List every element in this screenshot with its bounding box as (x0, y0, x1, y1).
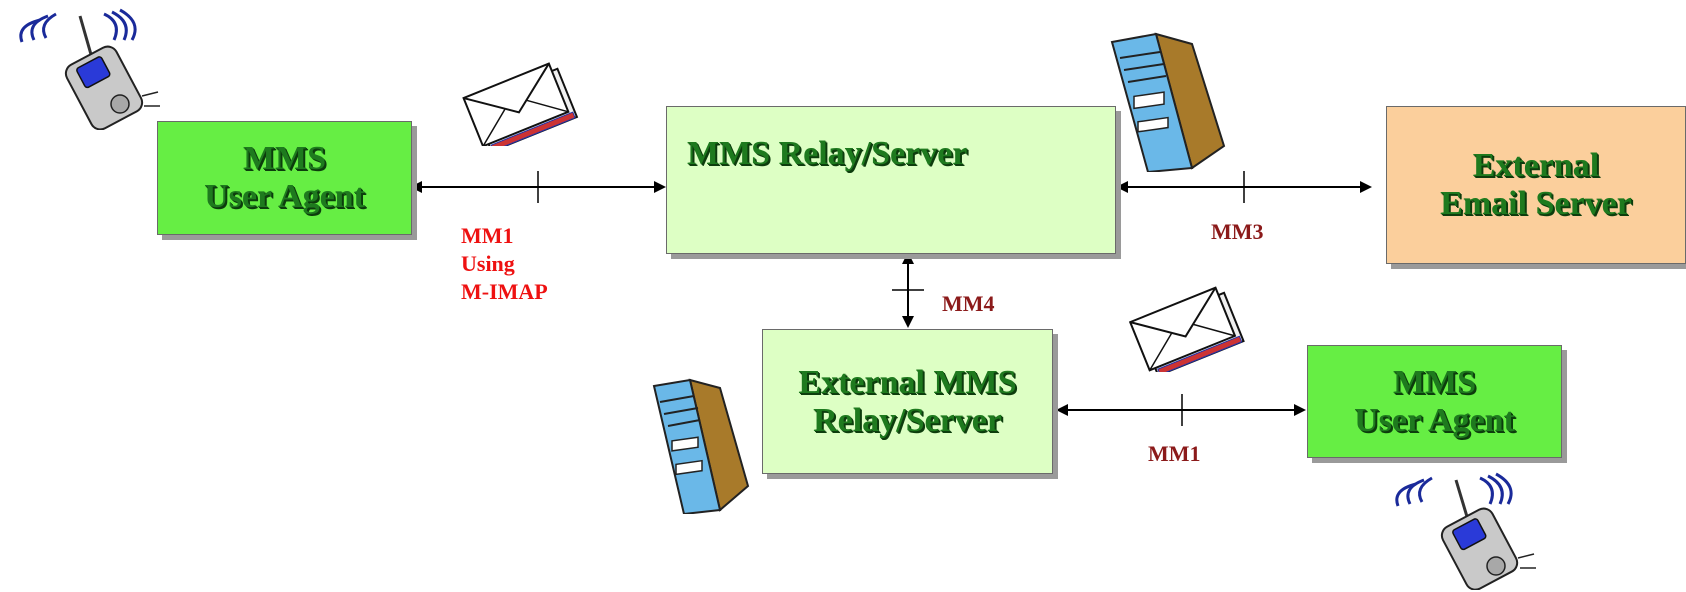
node-label-line1: MMS Relay/Server (687, 135, 968, 172)
node-label-line2: User Agent (1354, 401, 1515, 439)
node-label-line2: Relay/Server (813, 401, 1002, 439)
link-label-mm3: MM3 (1211, 219, 1264, 244)
link-label-line1: MM1 (461, 223, 514, 248)
envelope-icon (1128, 286, 1245, 372)
node-label-line1: MMS (1392, 363, 1477, 401)
node-label-line1: MMS (242, 140, 327, 177)
link-label-line3: M-IMAP (461, 279, 548, 304)
server-tower-icon (1110, 32, 1226, 172)
node-mms-relay-server: MMS Relay/Server (666, 106, 1116, 254)
node-label-line2: User Agent (204, 178, 365, 215)
envelope-icon (462, 62, 579, 146)
link-label-mm1-using-mimap: MM1 Using M-IMAP (461, 222, 548, 306)
server-tower-icon (652, 378, 750, 514)
node-mms-user-agent-right: MMS User Agent (1307, 345, 1562, 458)
mobile-phone-icon (19, 8, 160, 130)
node-external-mms-relay-server: External MMS Relay/Server (762, 329, 1053, 474)
node-mms-user-agent-left: MMS User Agent (157, 121, 412, 235)
node-external-email-server: External Email Server (1386, 106, 1686, 264)
link-label-mm1-right: MM1 (1148, 441, 1201, 466)
node-label-line1: External MMS (798, 363, 1017, 401)
mobile-phone-icon (1395, 472, 1536, 590)
node-label-line1: External (1472, 147, 1600, 184)
link-label-mm4: MM4 (942, 291, 995, 316)
node-label-line2: Email Server (1440, 185, 1632, 222)
link-label-line2: Using (461, 251, 515, 276)
